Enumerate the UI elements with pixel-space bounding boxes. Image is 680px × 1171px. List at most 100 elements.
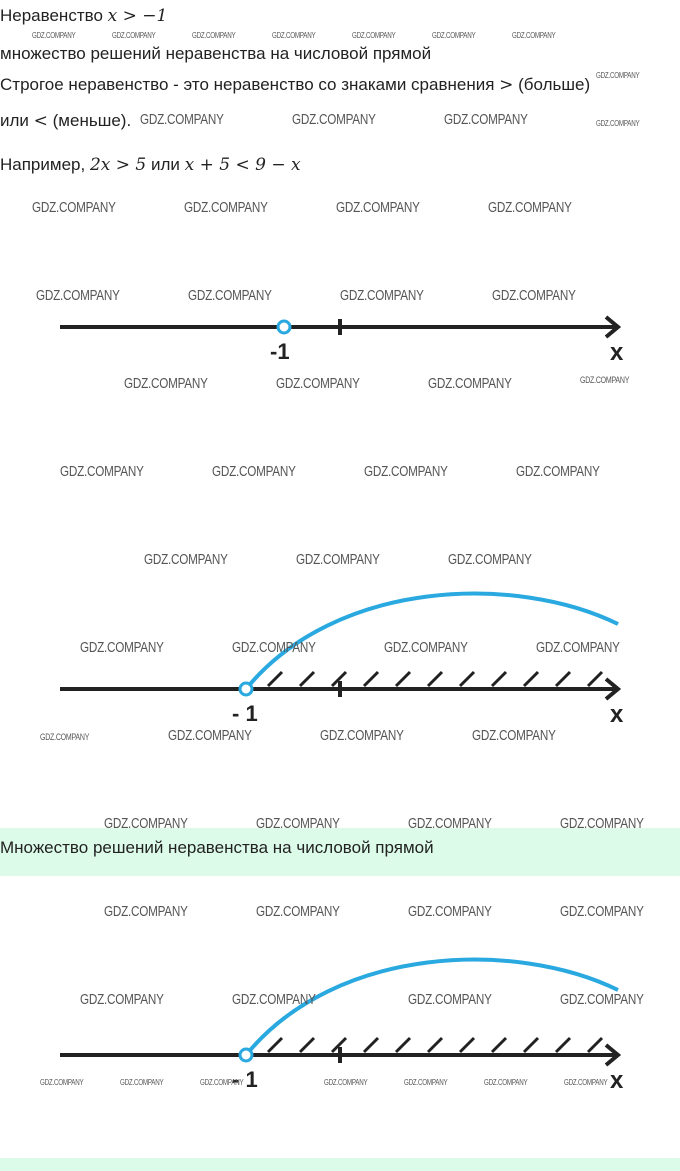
open-point (238, 681, 254, 697)
lt-label: (меньше). (52, 111, 132, 130)
watermark: GDZ.COMPANY (292, 111, 376, 128)
axis-label: x (610, 701, 624, 728)
watermark: GDZ.COMPANY (408, 991, 492, 1008)
heading-text: Неравенство (0, 6, 103, 25)
hatch-mark (266, 1036, 284, 1054)
definition-line-2: или < (меньше). (0, 111, 131, 131)
section-band (0, 828, 680, 876)
watermark: GDZ.COMPANY (104, 903, 188, 920)
watermark: GDZ.COMPANY (184, 199, 268, 216)
watermark: GDZ.COMPANY (432, 31, 476, 40)
watermark: GDZ.COMPANY (472, 727, 556, 744)
subtitle: множество решений неравенства на числово… (0, 44, 432, 63)
bottom-band (0, 1158, 680, 1171)
hatch-mark (298, 1036, 316, 1054)
hatch-mark (362, 670, 380, 688)
watermark: GDZ.COMPANY (444, 111, 528, 128)
watermark: GDZ.COMPANY (492, 287, 576, 304)
hatch-mark (554, 1036, 572, 1054)
hatch-mark (330, 1036, 348, 1054)
hatch-mark (362, 1036, 380, 1054)
watermark: GDZ.COMPANY (324, 1078, 368, 1087)
section-title: Множество решений неравенства на числово… (0, 838, 434, 857)
hatch-mark (586, 670, 604, 688)
watermark: GDZ.COMPANY (560, 903, 644, 920)
watermark: GDZ.COMPANY (212, 463, 296, 480)
watermark: GDZ.COMPANY (512, 31, 556, 40)
gt-label: (больше) (518, 75, 591, 94)
number-line-2: - 1 x (60, 591, 624, 728)
watermark: GDZ.COMPANY (276, 375, 360, 392)
axis-label: x (610, 339, 624, 366)
definition-line-1: Строгое неравенство - это неравенство со… (0, 75, 590, 95)
watermark: GDZ.COMPANY (40, 732, 90, 742)
or-text: или (0, 111, 29, 130)
watermark: GDZ.COMPANY (36, 287, 120, 304)
solution-arc (244, 957, 619, 1057)
watermark: GDZ.COMPANY (352, 31, 396, 40)
watermark: GDZ.COMPANY (272, 31, 316, 40)
watermark: GDZ.COMPANY (32, 199, 116, 216)
watermark: GDZ.COMPANY (144, 551, 228, 568)
open-point (276, 319, 292, 335)
hatch-mark (394, 670, 412, 688)
example-expr-2: x + 5 < 9 − x (184, 155, 301, 175)
example-expr-1: 2x > 5 (89, 155, 147, 175)
heading-math: x > −1 (107, 6, 168, 26)
lt-symbol: < (33, 111, 48, 131)
heading: Неравенство x > −1 (0, 6, 167, 26)
watermark: GDZ.COMPANY (168, 727, 252, 744)
watermark: GDZ.COMPANY (488, 199, 572, 216)
hatch-mark (426, 1036, 444, 1054)
watermark: GDZ.COMPANY (364, 463, 448, 480)
hatch-mark (586, 1036, 604, 1054)
hatch-mark (522, 670, 540, 688)
hatch-mark (458, 1036, 476, 1054)
watermark: GDZ.COMPANY (428, 375, 512, 392)
watermark: GDZ.COMPANY (40, 1078, 84, 1087)
watermark: GDZ.COMPANY (32, 31, 76, 40)
watermark: GDZ.COMPANY (60, 463, 144, 480)
hatch-mark (522, 1036, 540, 1054)
hatch-mark (266, 670, 284, 688)
point-label: - 1 (232, 1067, 258, 1092)
definition-text: Строгое неравенство - это неравенство со… (0, 75, 495, 94)
watermark: GDZ.COMPANY (408, 815, 492, 832)
watermark: GDZ.COMPANY (256, 903, 340, 920)
watermark: GDZ.COMPANY (560, 815, 644, 832)
watermark: GDZ.COMPANY (232, 991, 316, 1008)
hatch-mark (490, 1036, 508, 1054)
point-label: - 1 (232, 701, 258, 726)
watermark: GDZ.COMPANY (336, 199, 420, 216)
gt-symbol: > (499, 75, 514, 95)
watermark: GDZ.COMPANY (104, 815, 188, 832)
watermark: GDZ.COMPANY (384, 639, 468, 656)
watermark: GDZ.COMPANY (80, 991, 164, 1008)
watermark: GDZ.COMPANY (516, 463, 600, 480)
watermark: GDZ.COMPANY (140, 111, 224, 128)
hatch-mark (554, 670, 572, 688)
watermark: GDZ.COMPANY (448, 551, 532, 568)
watermark: GDZ.COMPANY (596, 119, 640, 128)
watermark: GDZ.COMPANY (580, 375, 630, 385)
example-prefix: Например, (0, 155, 86, 174)
watermark: GDZ.COMPANY (192, 31, 236, 40)
arrow-head (604, 315, 622, 339)
hatch-mark (330, 670, 348, 688)
watermark: GDZ.COMPANY (404, 1078, 448, 1087)
watermark: GDZ.COMPANY (80, 639, 164, 656)
watermark: GDZ.COMPANY (296, 551, 380, 568)
open-point (238, 1047, 254, 1063)
watermark: GDZ.COMPANY (564, 1078, 608, 1087)
hatch-mark (394, 1036, 412, 1054)
hatch-mark (458, 670, 476, 688)
number-line-3: - 1 x (60, 957, 624, 1094)
axis-label: x (610, 1067, 624, 1094)
hatch-mark (298, 670, 316, 688)
watermark: GDZ.COMPANY (536, 639, 620, 656)
watermark: GDZ.COMPANY (124, 375, 208, 392)
watermark: GDZ.COMPANY (560, 991, 644, 1008)
hatch-mark (426, 670, 444, 688)
